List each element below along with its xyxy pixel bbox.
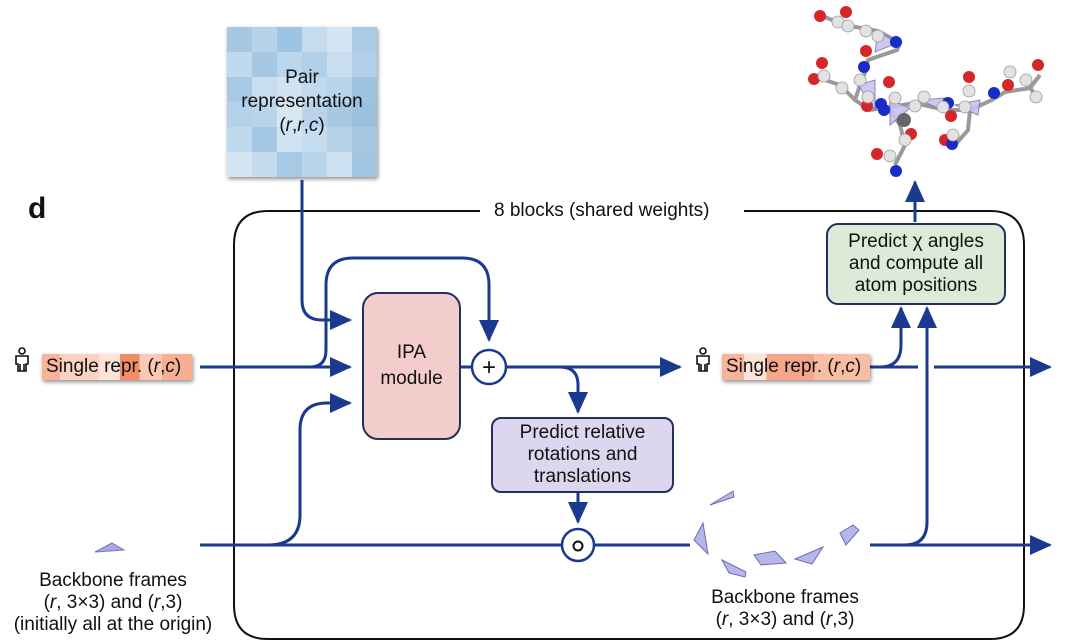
backbone-frames-output-icon [693, 490, 860, 578]
pair-to-ipa-arrow [300, 180, 352, 330]
person-icon [15, 347, 29, 372]
loop-label: 8 blocks (shared weights) [488, 200, 716, 222]
pair-representation-shape: (r,r,c) [279, 115, 325, 136]
person-icon [696, 347, 710, 372]
plus-operator: + [470, 348, 508, 386]
compose-operator [560, 527, 596, 563]
predict-chi-angles-box: Predict χ angles and compute all atom po… [826, 223, 1006, 305]
ipa-module-title: IPA [396, 342, 427, 363]
predict-rotations-box: Predict relative rotations and translati… [491, 417, 674, 493]
single-representation-output: Single repr. (r,c) [722, 354, 870, 380]
skip-to-plus-arrow [309, 256, 499, 369]
pair-representation-title: Pair [285, 67, 319, 88]
panel-label: d [28, 192, 47, 225]
to-predict-rot-arrow [559, 365, 588, 414]
single-representation-input: Single repr. (r,c) [42, 354, 192, 380]
ipa-module-subtitle: module [380, 368, 443, 389]
pair-representation-subtitle: representation [241, 91, 363, 112]
backbone-frames-input-label: Backbone frames (r, 3×3) and (r,3) (init… [13, 570, 213, 635]
backbone-frame-origin-icon [94, 542, 126, 553]
atomic-structure-icon [808, 6, 1044, 177]
ipa-module-box: IPA module [362, 292, 461, 440]
single-to-chi-arrow [879, 306, 911, 369]
backbone-frames-output-label: Backbone frames (r, 3×3) and (r,3) [711, 587, 859, 630]
loop-box [233, 210, 1025, 640]
frames-to-chi-arrow [904, 306, 937, 547]
pair-representation-box: Pair representation (r,r,c) [227, 27, 377, 177]
svg-text:+: + [482, 354, 496, 381]
